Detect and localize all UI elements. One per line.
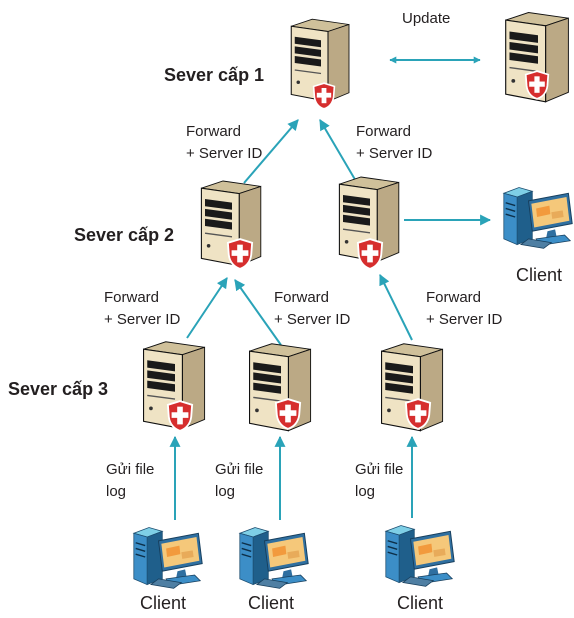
forward-arrow-a [243,119,299,184]
server-level2-right [338,176,400,270]
log-label-c-line1: Gửi file [355,461,404,478]
log-label-b-line2: log [215,483,236,500]
update-label: Update [402,10,451,27]
client-label-right: Client [516,265,563,285]
shield-cross-icon [312,82,336,110]
client-label-b: Client [248,593,295,613]
server-level2-left [200,180,262,270]
desktop-computer-icon [133,526,203,590]
shield-cross-icon [356,238,384,270]
log-label-c-line2: log [355,483,376,500]
forward-arrow-c [186,277,228,339]
tier-label-level3: Sever cấp 3 [8,379,109,399]
forward-label-e-line1: Forward [426,289,482,306]
forward-label-b-line1: Forward [356,123,412,140]
log-label-a-line2: log [106,483,127,500]
client-label-a: Client [140,593,187,613]
server-update-peer [504,11,570,103]
server-level3-a [142,340,206,432]
forward-label-c-line1: Forward [104,289,160,306]
server-level3-b [248,342,312,432]
forward-label-a-line2: + Server ID [186,145,263,162]
arrows [169,56,492,520]
log-label-a-line1: Gửi file [106,461,155,478]
forward-label-e-line2: + Server ID [426,311,503,328]
forward-label-c-line2: + Server ID [104,311,181,328]
server-level3-c [380,342,444,432]
desktop-computer-icon [503,186,573,250]
forward-label-d-line1: Forward [274,289,330,306]
forward-label-b-line2: + Server ID [356,145,433,162]
client-label-c: Client [397,593,444,613]
forward-label-d-line2: + Server ID [274,311,351,328]
forward-arrow-d [234,279,282,346]
log-label-b-line1: Gửi file [215,461,264,478]
forward-arrow-b [319,119,361,189]
forward-arrow-e [379,274,413,341]
tier-label-level2: Sever cấp 2 [74,225,175,245]
desktop-computer-icon [239,526,309,590]
desktop-computer-icon [385,524,455,588]
forward-label-a-line1: Forward [186,123,242,140]
tier-label-level1: Sever cấp 1 [164,65,265,85]
server-level1 [290,18,350,110]
